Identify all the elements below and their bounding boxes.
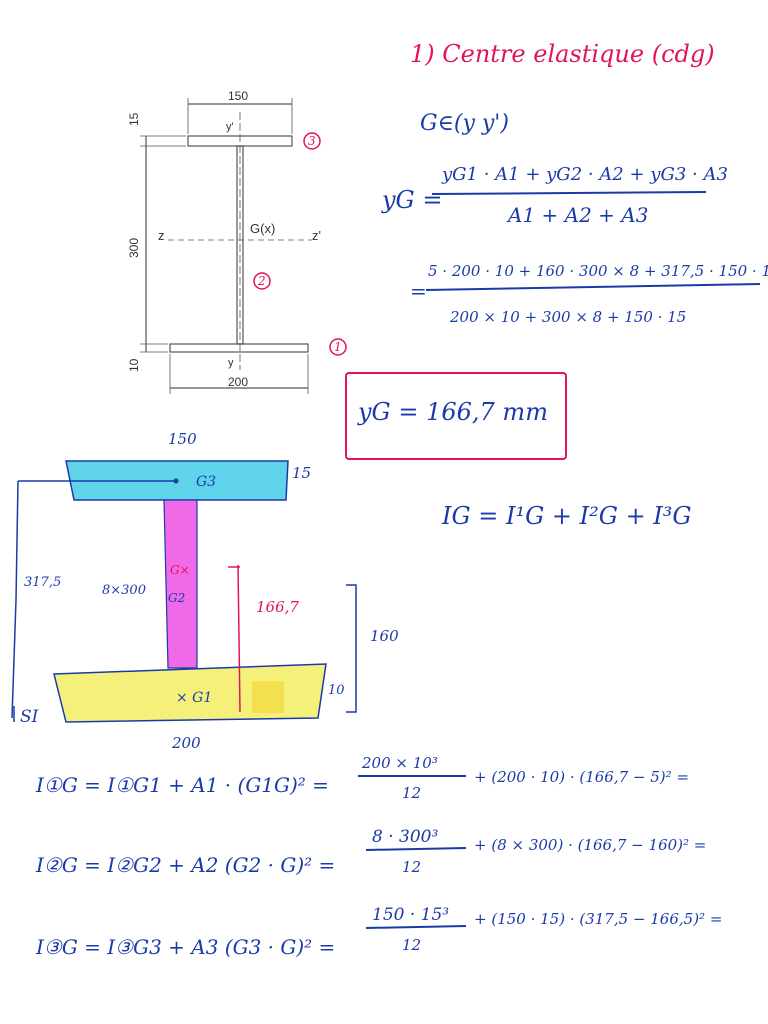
i3-frac-den: 12 [402,936,421,954]
axis-z-prime-label: z' [312,228,321,243]
section-title: 1) Centre elastique (cdg) [410,40,715,68]
i2-frac-den: 12 [402,858,421,876]
bottom-width-label: 200 [228,375,248,389]
result-value: yG = 166,7 mm [357,398,548,426]
values-fraction-bar [425,283,761,291]
i1-lhs: I①G = I①G1 + A1 · (G1G)² = [35,773,329,797]
sketch-dim-160: 160 [370,627,399,645]
i3-tail: + (150 · 15) · (317,5 − 166,5)² = [474,910,722,928]
i3-frac-bar [365,925,467,929]
i3-lhs: I③G = I③G3 + A3 (G3 · G)² = [35,935,335,959]
i1-frac-num: 200 × 10³ [361,754,438,772]
yg-num-values: 5 · 200 · 10 + 160 · 300 × 8 + 317,5 · 1… [428,262,768,280]
colored-sketch [11,460,357,723]
part-3-label: 3 [308,134,316,148]
top-width-label: 150 [228,89,248,103]
yg-fraction-bar [431,191,707,195]
eq-sign: = [410,279,427,303]
i2-lhs: I②G = I②G2 + A2 (G2 · G)² = [35,853,335,877]
part-1-label: 1 [334,340,342,354]
inertia-sum: IG = I¹G + I²G + I³G [441,502,692,530]
web-fill [163,499,198,669]
i2-tail: + (8 × 300) · (166,7 − 160)² = [474,836,706,854]
axis-y-prime-label: y' [226,121,234,133]
sketch-bottom-thickness: 10 [328,683,345,698]
sketch-g1-label: × G1 [176,690,212,706]
i-beam-drawing [140,98,312,394]
yg-numerator: yG1 · A1 + yG2 · A2 + yG3 · A3 [441,164,728,185]
sketch-si-label: SI [20,707,39,727]
sketch-bottom-width: 200 [171,734,201,752]
axis-z-label: z [158,228,165,243]
top-thickness-label: 15 [127,112,141,126]
part-2-label: 2 [257,274,266,288]
sketch-g2-label: G2 [168,591,185,605]
i1-frac-den: 12 [402,784,421,802]
part-markers [253,132,347,356]
sketch-g3-label: G3 [196,474,216,490]
center-label: G(x) [250,221,275,236]
sketch-dim-166: 166,7 [256,598,299,616]
bottom-flange [169,343,309,353]
i2-frac-bar [365,847,467,851]
sketch-height-label: 317,5 [24,575,61,590]
g-belongs-axis: G∈(y y') [420,111,509,136]
sketch-top-width: 150 [168,430,197,448]
sketch-top-thickness: 15 [292,464,311,482]
yg-lhs: yG = [381,186,442,214]
result-box [345,372,567,460]
web-height-label: 300 [127,238,141,258]
yg-denominator: A1 + A2 + A3 [506,203,648,227]
sketch-web-label: 8×300 [102,583,146,598]
bottom-thickness-label: 10 [127,358,141,372]
sketch-g-label: G× [170,563,190,577]
i2-frac-num: 8 · 300³ [372,827,438,847]
yg-den-values: 200 × 10 + 300 × 8 + 150 · 15 [449,308,686,326]
axis-y-label: y [228,357,234,369]
i3-frac-num: 150 · 15³ [372,905,449,925]
i1-tail: + (200 · 10) · (166,7 − 5)² = [474,768,689,786]
